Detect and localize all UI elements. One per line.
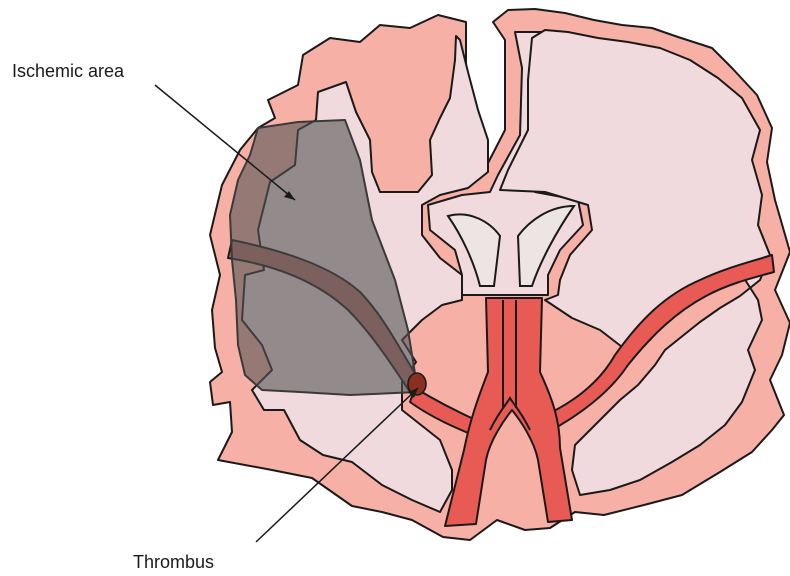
thrombus-label: Thrombus xyxy=(133,552,214,573)
ischemic-area-label: Ischemic area xyxy=(12,61,124,82)
